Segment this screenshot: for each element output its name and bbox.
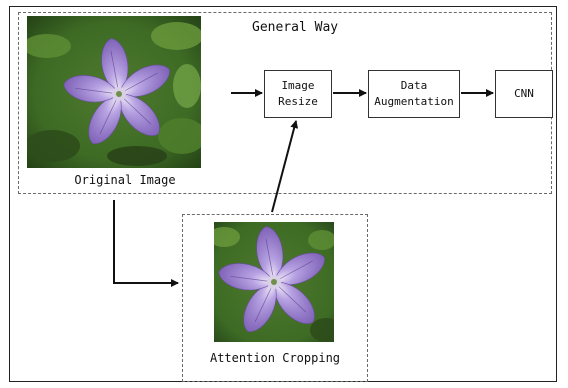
flower-photo-icon (27, 16, 201, 168)
attention-cropping-label: Attention Cropping (209, 351, 341, 365)
cnn-node: CNN (495, 70, 553, 118)
image-resize-node: Image Resize (264, 70, 332, 118)
original-image-label: Original Image (74, 173, 176, 187)
general-way-label: General Way (252, 20, 339, 35)
flower-photo-icon (214, 222, 334, 342)
data-augmentation-node: Data Augmentation (368, 70, 460, 118)
original-image-photo (27, 16, 201, 168)
attention-cropping-group (182, 214, 368, 382)
attention-cropped-photo (214, 222, 334, 342)
